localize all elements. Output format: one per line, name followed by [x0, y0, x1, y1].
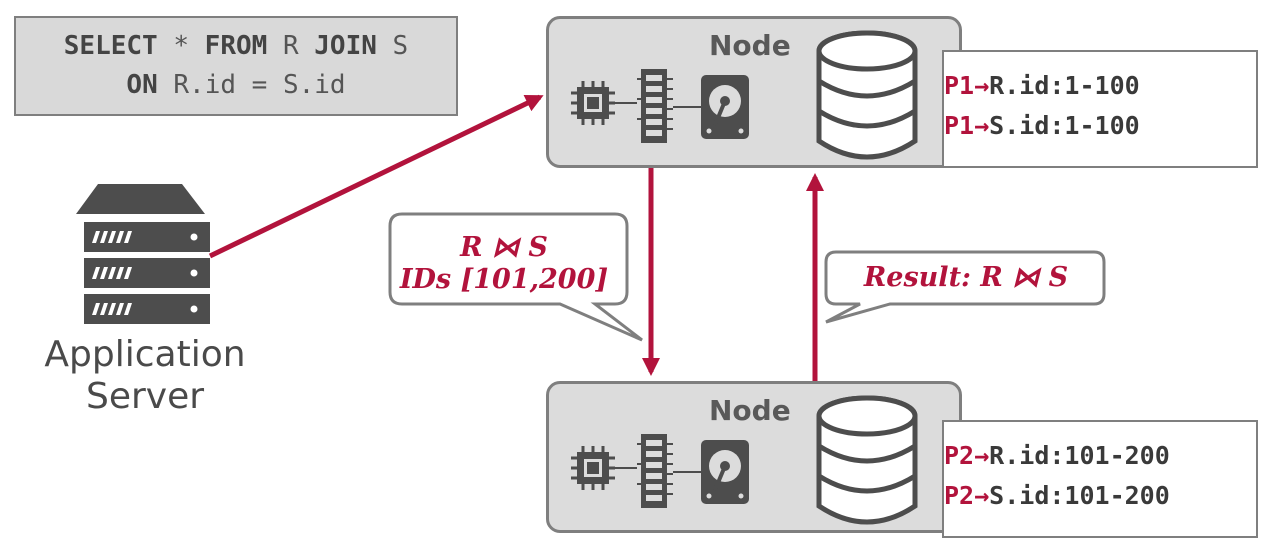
hard-disk-icon — [701, 440, 749, 504]
sql-text: * — [157, 31, 205, 61]
partition-id: P1 — [944, 71, 975, 100]
partition-entry: ​P2→R.id:101-200 — [944, 436, 1256, 476]
sql-line-1: SELECT * FROM R JOIN S — [16, 27, 456, 66]
partition-id: P1 — [944, 111, 975, 140]
partition-id: P2 — [944, 441, 975, 470]
arrow-glyph: → — [974, 71, 990, 100]
sql-keyword: ON — [126, 70, 158, 100]
sql-keyword: JOIN — [314, 31, 377, 61]
request-bubble-line-1: R ⋈ S — [460, 232, 548, 263]
node-2: Node — [546, 381, 962, 533]
arrow-glyph: → — [974, 481, 990, 510]
database-icon — [816, 395, 918, 525]
app-label-line-1: Application — [44, 334, 246, 375]
sql-text: R.id = S.id — [157, 70, 346, 100]
partition-range: R.id:1-100 — [989, 71, 1140, 100]
partition-box-node-2: ​P2→R.id:101-200 ​P2→S.id:101-200 — [942, 420, 1258, 538]
app-label-line-2: Server — [85, 376, 205, 417]
partition-entry: ​P1→R.id:1-100 — [944, 66, 1256, 106]
partition-range: S.id:1-100 — [989, 111, 1140, 140]
node-1-hardware — [571, 30, 918, 160]
node-2-hardware — [571, 395, 918, 525]
sql-text: R — [267, 31, 315, 61]
arrow-glyph: → — [974, 441, 990, 470]
result-bubble — [824, 250, 1106, 324]
sql-keyword: FROM — [204, 31, 268, 61]
sql-line-2: ON R.id = S.id — [16, 66, 456, 105]
sql-keyword: SELECT — [63, 31, 158, 61]
result-bubble-text: Result: R ⋈ S — [826, 262, 1106, 294]
cpu-icon — [571, 81, 615, 125]
database-icon — [816, 30, 918, 160]
request-bubble-line-2: IDs [101,200] — [399, 264, 609, 295]
partition-entry: ​P1→S.id:1-100 — [944, 106, 1256, 146]
partition-id: P2 — [944, 481, 975, 510]
request-bubble — [388, 212, 643, 342]
partition-range: R.id:101-200 — [989, 441, 1170, 470]
node-1: Node — [546, 16, 962, 168]
application-server-label: Application Server — [12, 334, 278, 418]
arrow-glyph: → — [974, 111, 990, 140]
result-bubble-line-1: Result: R ⋈ S — [863, 262, 1069, 293]
request-arrow — [208, 94, 544, 259]
sql-text: S — [376, 31, 409, 61]
node-2-title: Node — [709, 394, 791, 427]
request-bubble-text: R ⋈ S IDs [101,200] — [384, 232, 624, 296]
server-rack-icon — [76, 184, 210, 324]
sql-query-box: SELECT * FROM R JOIN S ON R.id = S.id — [14, 16, 458, 116]
partition-range: S.id:101-200 — [989, 481, 1170, 510]
cpu-icon — [571, 446, 615, 490]
partition-box-node-1: ​P1→R.id:1-100 ​P1→S.id:1-100 — [942, 50, 1258, 168]
hard-disk-icon — [701, 75, 749, 139]
partition-entry: ​P2→S.id:101-200 — [944, 476, 1256, 516]
memory-icon — [637, 434, 673, 508]
memory-icon — [637, 69, 673, 143]
node-1-title: Node — [709, 29, 791, 62]
